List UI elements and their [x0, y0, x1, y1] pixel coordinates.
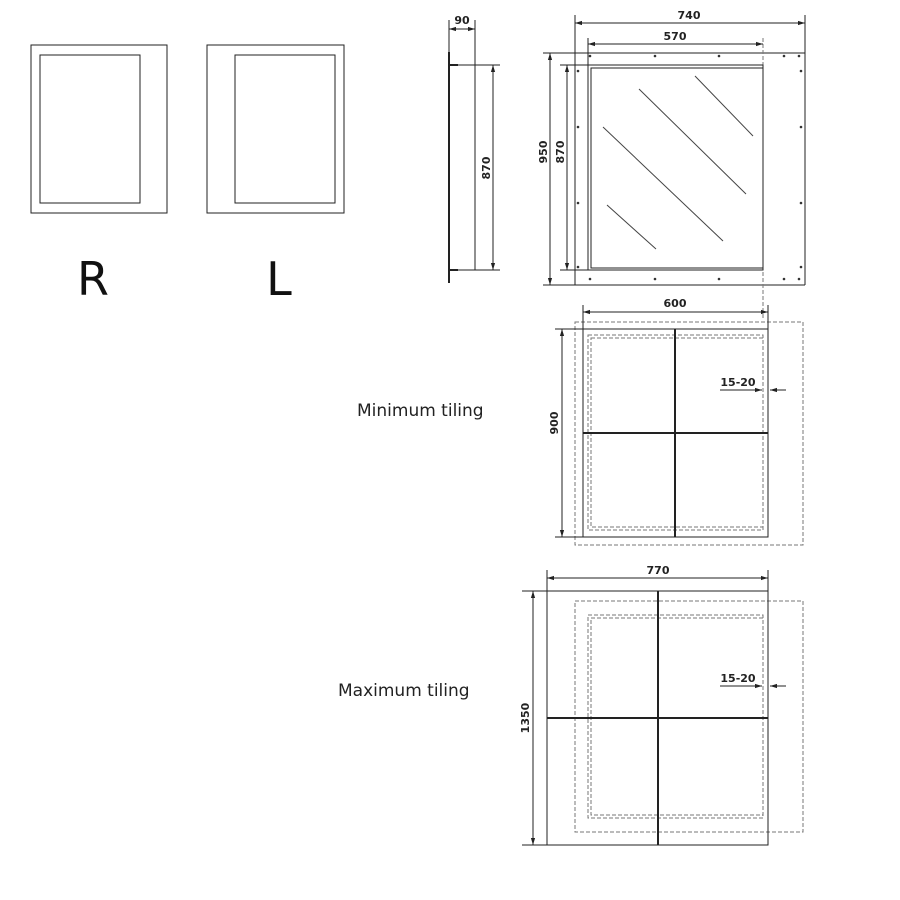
min-width-dimension: 600	[664, 297, 687, 310]
minimum-tiling-label: Minimum tiling	[357, 401, 484, 421]
maximum-tiling-label: Maximum tiling	[338, 681, 470, 701]
glass-width-dimension: 570	[664, 30, 687, 43]
front-view: 740 570 950 870	[537, 9, 806, 320]
minimum-tiling-diagram: Minimum tiling 600 900 15-20	[357, 297, 804, 546]
cabinet-frame	[30, 44, 168, 214]
variant-label-left: L	[266, 252, 292, 306]
max-height-dimension: 1350	[519, 702, 532, 733]
mirror-door	[39, 54, 141, 204]
glass-height-dimension: 870	[554, 140, 567, 163]
variant-left: L	[206, 44, 345, 306]
side-height-dimension: 870	[480, 156, 493, 179]
min-gap-dimension: 15-20	[720, 376, 756, 389]
total-width-dimension: 740	[678, 9, 701, 22]
mirror-glass	[590, 67, 764, 269]
total-height-dimension: 950	[537, 140, 550, 163]
depth-dimension: 90	[454, 14, 470, 27]
variant-right: R	[30, 44, 168, 306]
max-gap-dimension: 15-20	[720, 672, 756, 685]
cabinet-frame	[206, 44, 345, 214]
mirror-door	[234, 54, 336, 204]
side-view: 90 870	[448, 14, 500, 283]
max-width-dimension: 770	[647, 564, 670, 577]
maximum-tiling-diagram: Maximum tiling 770 1350 15-20	[338, 564, 804, 846]
screw-holes	[576, 54, 803, 281]
min-height-dimension: 900	[548, 411, 561, 434]
variant-label-right: R	[77, 252, 109, 306]
